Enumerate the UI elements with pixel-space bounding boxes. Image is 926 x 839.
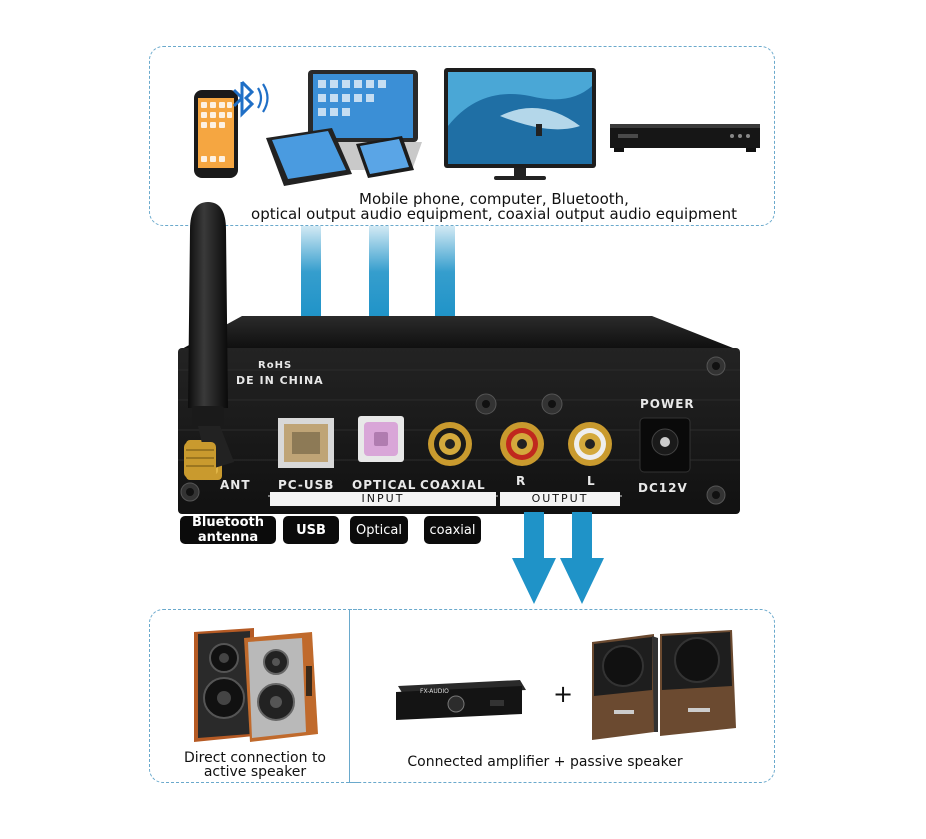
plus-sign: + xyxy=(553,680,574,708)
coaxial-tag-text: coaxial xyxy=(429,522,476,538)
dc12v-label: DC12V xyxy=(638,481,688,495)
l-port-label: L xyxy=(587,474,596,488)
input-section-label: INPUT xyxy=(270,492,496,506)
tv-image xyxy=(444,68,596,180)
antenna-image xyxy=(184,202,234,478)
ant-port-label: ANT xyxy=(220,478,251,492)
amplifier-image xyxy=(396,680,526,720)
arrow-output-l xyxy=(560,512,604,604)
optical-tag: Optical xyxy=(350,516,408,544)
active-speaker-caption-line1: Direct connection to xyxy=(183,750,326,766)
coaxial-port-label: COAXIAL xyxy=(420,478,486,492)
bluetooth-antenna-tag-text: Bluetooth antenna xyxy=(192,515,264,545)
usb-tag-text: USB xyxy=(296,522,326,538)
coaxial-tag: coaxial xyxy=(424,516,481,544)
optical-port-label: OPTICAL xyxy=(352,478,417,492)
output-section-label: OUTPUT xyxy=(500,492,620,506)
active-speakers-image xyxy=(194,628,318,742)
sources-box xyxy=(149,46,775,226)
set-top-box-image xyxy=(610,124,760,152)
amplifier-brand-label: FX-AUDIO xyxy=(420,688,449,695)
optical-tag-text: Optical xyxy=(356,522,402,538)
bluetooth-antenna-tag: Bluetooth antenna xyxy=(180,515,276,545)
r-port-label: R xyxy=(516,474,527,488)
sources-caption-line1: Mobile phone, computer, Bluetooth, xyxy=(359,190,629,208)
rohs-label: RoHS xyxy=(258,360,293,371)
passive-speaker-caption: Connected amplifier + passive speaker xyxy=(407,754,683,770)
output-arrows xyxy=(512,512,604,604)
arrow-output-r xyxy=(512,512,556,604)
made-in-china-label: DE IN CHINA xyxy=(236,374,324,387)
passive-speakers-image xyxy=(592,630,736,740)
usb-tag: USB xyxy=(283,516,339,544)
power-label: POWER xyxy=(640,397,695,411)
bottom-divider xyxy=(349,609,350,783)
sources-caption-line2: optical output audio equipment, coaxial … xyxy=(251,205,737,223)
pc-usb-port-label: PC-USB xyxy=(278,478,335,492)
smartphone-image xyxy=(194,80,269,178)
active-speaker-box xyxy=(149,609,359,783)
active-speaker-caption-line2: active speaker xyxy=(203,764,307,780)
laptop-tablets-image xyxy=(266,70,422,186)
